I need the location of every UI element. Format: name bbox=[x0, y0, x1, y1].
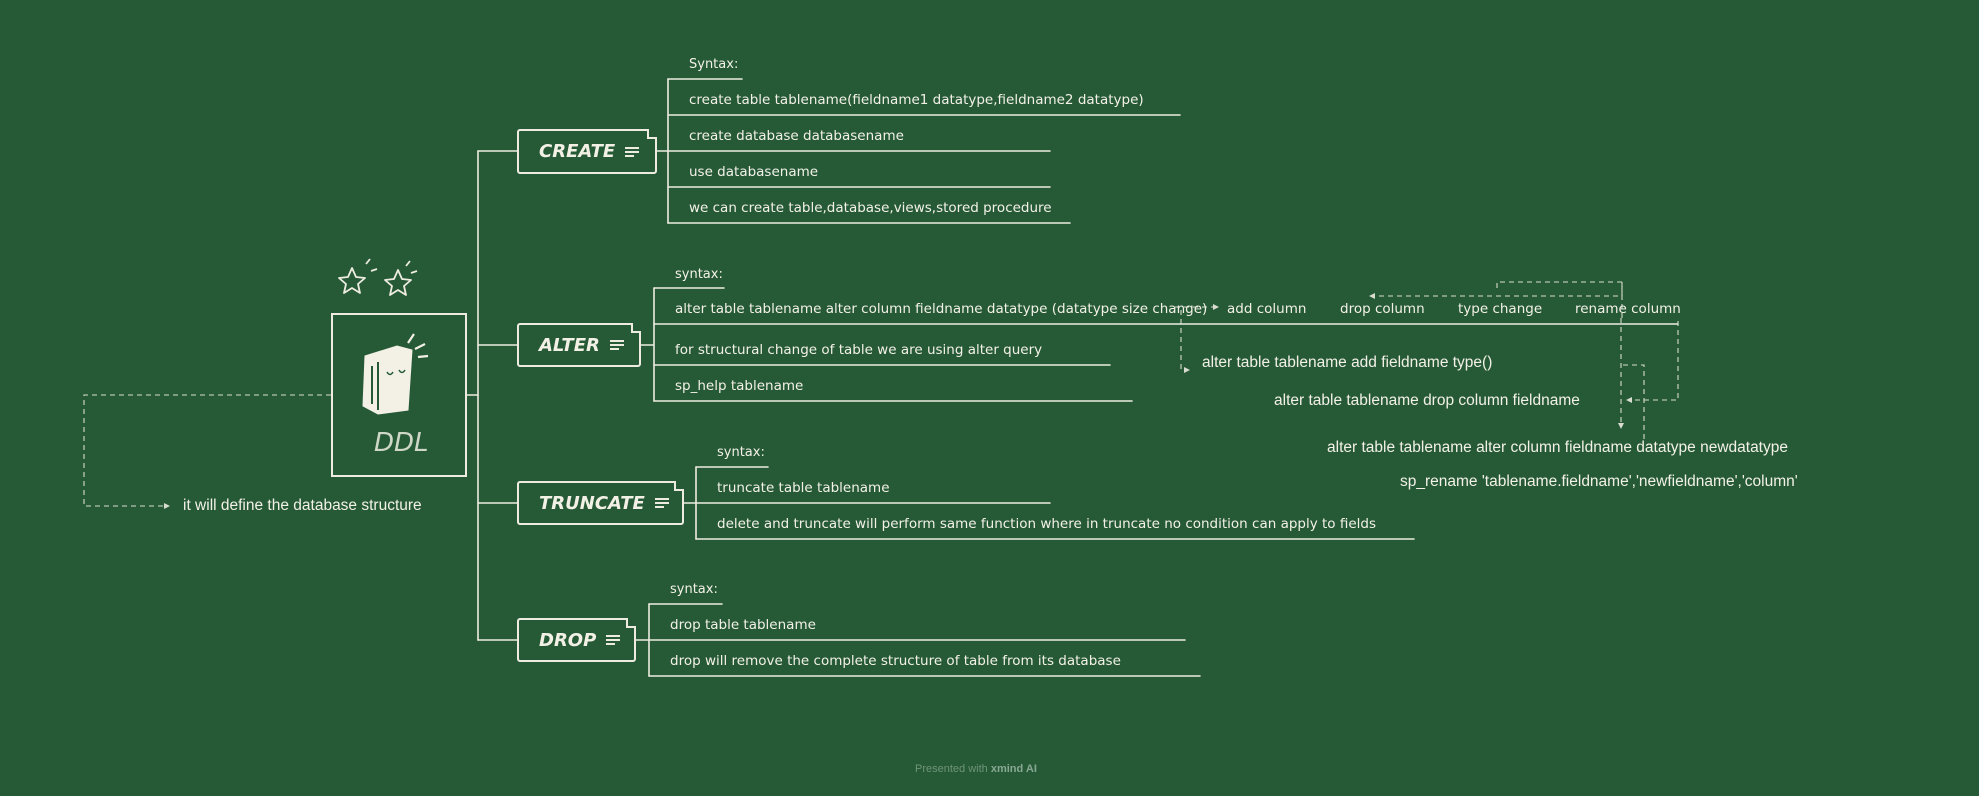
sparkle-icon bbox=[338, 258, 418, 296]
create-label: CREATE bbox=[539, 141, 616, 162]
root-to-description-arrow bbox=[83, 394, 331, 507]
book-icon bbox=[362, 333, 429, 415]
typechange-note-arrow bbox=[1496, 281, 1623, 318]
alter-sub-rename-column[interactable]: rename column bbox=[1575, 301, 1681, 317]
truncate-leaf-2[interactable]: delete and truncate will perform same fu… bbox=[717, 516, 1377, 532]
alter-sub-type-change[interactable]: type change bbox=[1458, 301, 1543, 317]
footer-credit: Presented with xmind AI bbox=[915, 764, 1037, 775]
root-description[interactable]: it will define the database structure bbox=[183, 497, 422, 514]
footer-prefix: Presented with bbox=[915, 763, 991, 775]
arrowhead bbox=[1184, 367, 1190, 373]
ddl-root-label: DDL bbox=[374, 428, 429, 458]
create-bracket bbox=[656, 78, 669, 224]
drop-leaf-2[interactable]: drop will remove the complete structure … bbox=[670, 653, 1121, 669]
notes-icon bbox=[606, 635, 621, 645]
alter-label: ALTER bbox=[539, 334, 600, 356]
truncate-leaf-0[interactable]: syntax: bbox=[717, 445, 765, 460]
drop-bracket bbox=[635, 603, 650, 677]
alter-note-drop[interactable]: alter table tablename drop column fieldn… bbox=[1274, 392, 1580, 409]
create-leaf-1[interactable]: create table tablename(fieldname1 dataty… bbox=[689, 92, 1144, 108]
alter-leaf-1[interactable]: alter table tablename alter column field… bbox=[675, 301, 1208, 317]
alter-note-rename[interactable]: sp_rename 'tablename.fieldname','newfiel… bbox=[1400, 473, 1798, 490]
note-fold-icon bbox=[631, 323, 641, 333]
note-fold-icon bbox=[626, 618, 636, 628]
note-fold-icon bbox=[674, 481, 684, 491]
notes-icon bbox=[625, 146, 640, 157]
alter-leaf-2[interactable]: for structural change of table we are us… bbox=[675, 342, 1043, 358]
truncate-bracket bbox=[683, 466, 697, 540]
alter-node[interactable]: ALTER bbox=[517, 323, 641, 367]
arrowhead bbox=[1369, 293, 1375, 299]
alter-sub-drop-column[interactable]: drop column bbox=[1340, 301, 1425, 317]
arrowhead bbox=[1626, 397, 1632, 403]
truncate-leaf-1[interactable]: truncate table tablename bbox=[717, 480, 890, 496]
alter-bracket bbox=[640, 287, 655, 402]
drop-label: DROP bbox=[539, 629, 597, 651]
create-leaf-3[interactable]: use databasename bbox=[689, 164, 819, 180]
alter-leaf-0[interactable]: syntax: bbox=[675, 267, 723, 282]
ddl-root-node[interactable] bbox=[331, 313, 467, 477]
arrowhead bbox=[1213, 304, 1219, 310]
rename-note-arrow bbox=[1623, 364, 1645, 440]
dropcolumn-note-arrow bbox=[1630, 321, 1679, 401]
arrowhead bbox=[164, 503, 170, 509]
alter-note-type-change[interactable]: alter table tablename alter column field… bbox=[1327, 439, 1788, 456]
arrowhead bbox=[1618, 423, 1624, 429]
alter-note-add[interactable]: alter table tablename add fieldname type… bbox=[1202, 354, 1493, 371]
footer-brand[interactable]: xmind AI bbox=[990, 763, 1037, 775]
drop-leaf-0[interactable]: syntax: bbox=[670, 582, 718, 597]
create-leaf-4[interactable]: we can create table,database,views,store… bbox=[689, 200, 1052, 216]
notes-icon bbox=[609, 340, 624, 350]
truncate-label: TRUNCATE bbox=[539, 492, 645, 514]
note-fold-icon bbox=[647, 129, 657, 139]
alter-leaf-3[interactable]: sp_help tablename bbox=[675, 378, 804, 394]
renamecolumn-loop-arrow bbox=[1373, 282, 1623, 297]
create-node[interactable]: CREATE bbox=[517, 129, 657, 174]
alter-sub-add-column[interactable]: add column bbox=[1227, 301, 1307, 317]
truncate-node[interactable]: TRUNCATE bbox=[517, 481, 684, 525]
drop-leaf-1[interactable]: drop table tablename bbox=[670, 617, 816, 633]
addcolumn-note-arrow bbox=[1180, 310, 1186, 371]
drop-node[interactable]: DROP bbox=[517, 618, 636, 662]
notes-icon bbox=[654, 498, 669, 508]
create-leaf-2[interactable]: create database databasename bbox=[689, 128, 904, 144]
create-leaf-0[interactable]: Syntax: bbox=[689, 57, 739, 72]
